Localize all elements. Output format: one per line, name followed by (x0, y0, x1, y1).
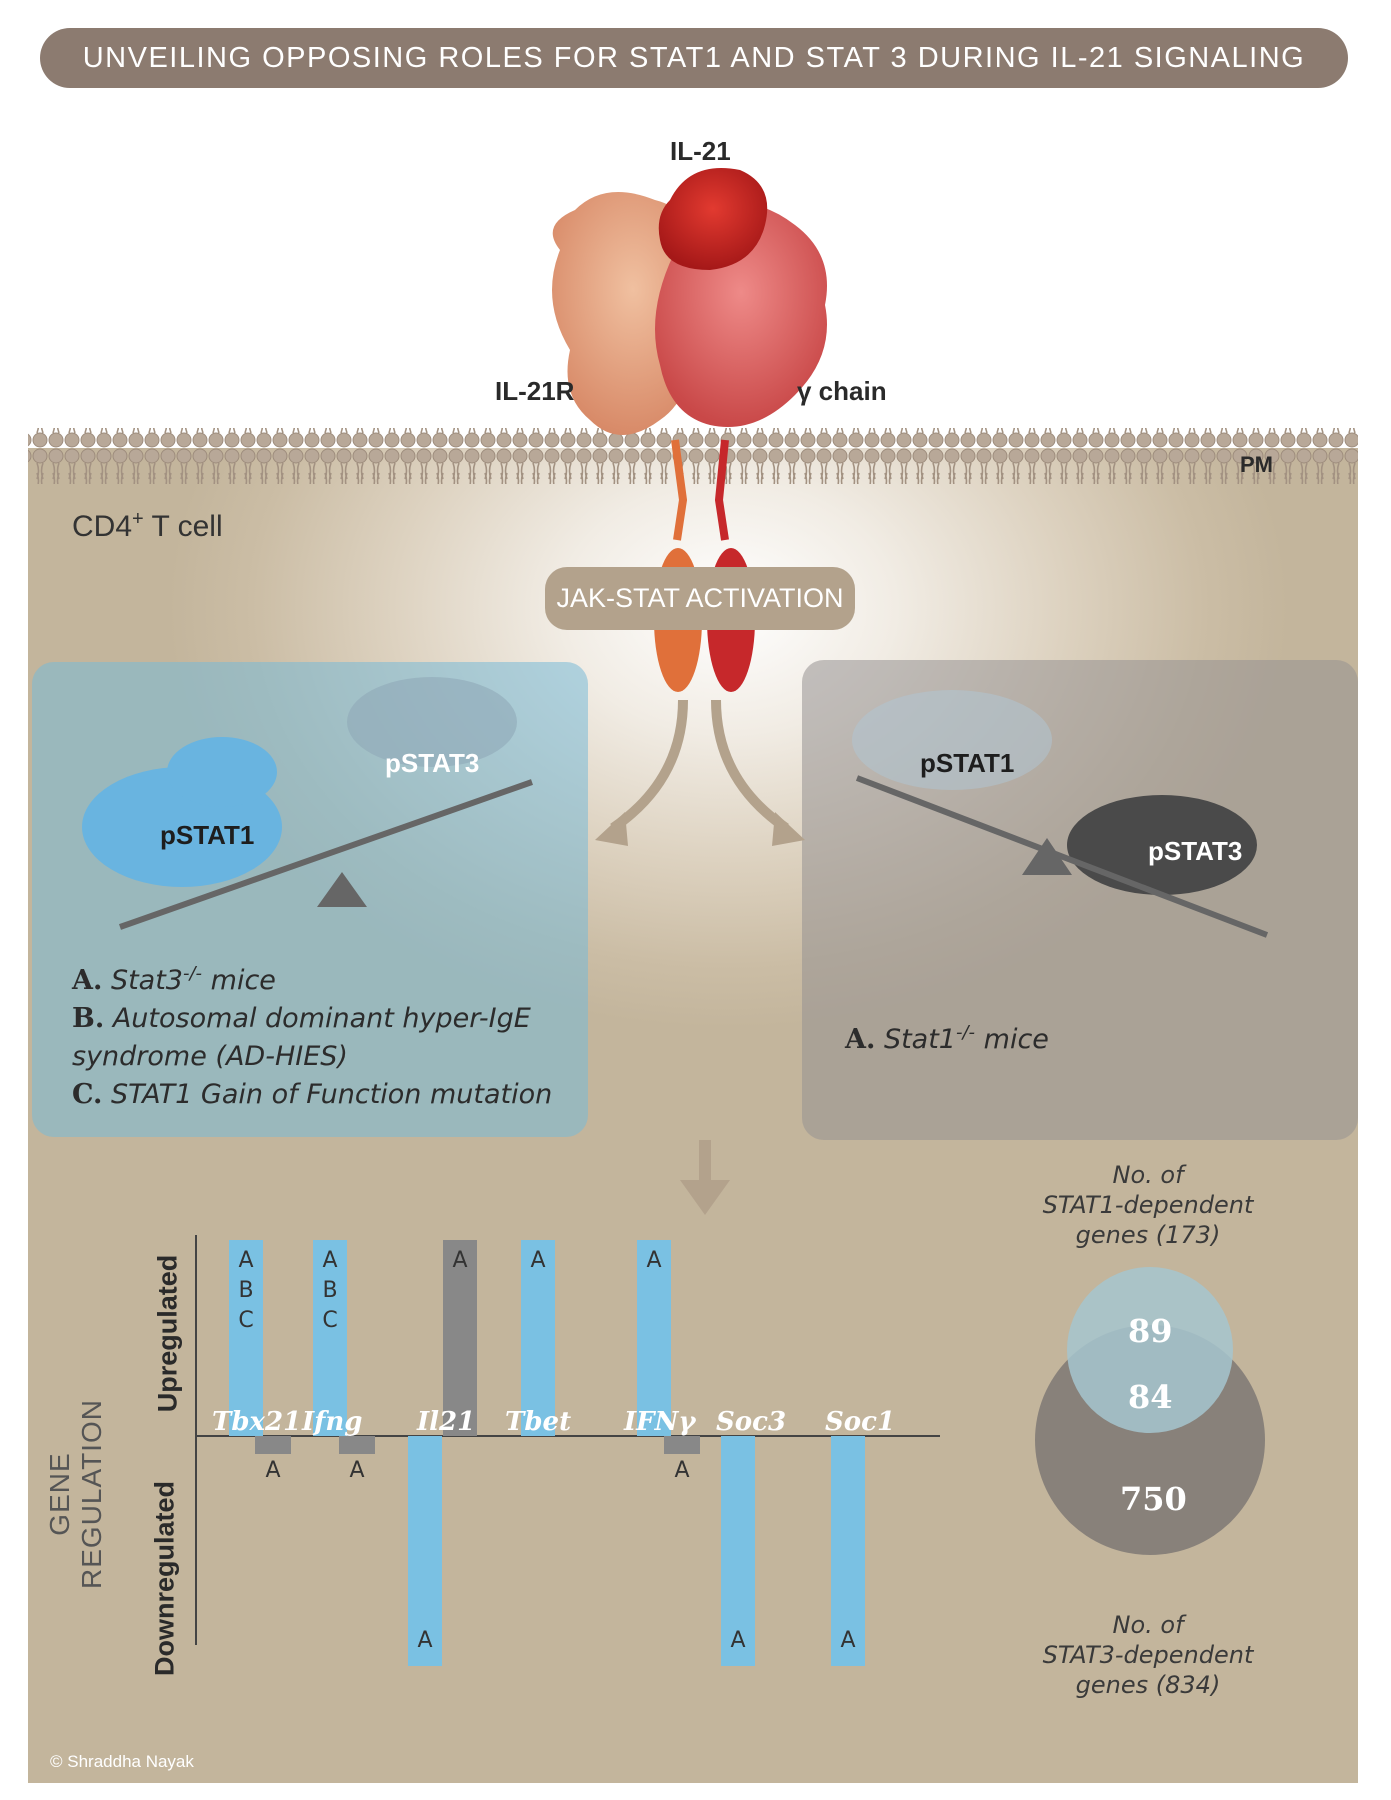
gene-label-ifng-protein: IFNγ (624, 1407, 696, 1437)
il21-label: IL-21 (670, 136, 731, 166)
right-seesaw (852, 690, 1269, 938)
list-item: B. Autosomal dominant hyper-IgE (72, 1003, 531, 1034)
il21r-label: IL-21R (495, 376, 575, 406)
pm-label: PM (1240, 452, 1273, 477)
figure-title: UNVEILING OPPOSING ROLES FOR STAT1 AND S… (40, 28, 1348, 88)
plasma-membrane (28, 428, 1358, 484)
right-pstat1-label: pSTAT1 (920, 748, 1015, 778)
gene-label-soc1: Soc1 (825, 1407, 896, 1437)
credit-text: © Shraddha Nayak (50, 1752, 194, 1771)
il21-receptor-complex-structure (552, 168, 827, 435)
list-item: syndrome (AD-HIES) (72, 1041, 348, 1072)
gene-label-tbx21: Tbx21 (212, 1407, 302, 1437)
jak-stat-activation-label: JAK-STAT ACTIVATION (545, 567, 855, 630)
arrow-down-head (680, 1180, 730, 1215)
venn-stat3-only-count: 750 (1120, 1480, 1187, 1518)
pstat1-protein-faded (852, 690, 1052, 790)
pstat3-protein-faded (347, 677, 517, 767)
fulcrum (317, 872, 367, 907)
left-pstat3-label: pSTAT3 (385, 748, 480, 778)
venn-diagram (1035, 1267, 1265, 1555)
gene-label-il21: Il21 (417, 1407, 476, 1437)
gene-label-soc3: Soc3 (716, 1407, 787, 1437)
list-item: C. STAT1 Gain of Function mutation (72, 1079, 553, 1110)
arrow-left (610, 700, 688, 833)
gene-bar-chart (195, 1235, 940, 1645)
arrows (595, 700, 805, 1215)
receptor-membrane-diagram (28, 168, 1358, 692)
pstat3-protein (1067, 795, 1257, 895)
arrow-right (711, 700, 789, 833)
venn-overlap-count: 84 (1128, 1378, 1173, 1416)
gamma-chain-transmembrane (714, 439, 729, 541)
gene-label-ifng: Ifng (302, 1407, 363, 1437)
right-pstat3-label: pSTAT3 (1148, 836, 1243, 866)
venn-stat1-only-count: 89 (1128, 1312, 1173, 1350)
fulcrum (1022, 838, 1072, 875)
list-item: A. Stat1-/- mice (845, 1022, 1049, 1055)
il21r-transmembrane (671, 439, 688, 541)
stat1-dependent-circle (1067, 1267, 1233, 1433)
gamma-chain-label: γ chain (797, 376, 887, 406)
left-seesaw (82, 677, 533, 930)
left-pstat1-label: pSTAT1 (160, 820, 255, 850)
list-item: A. Stat3-/- mice (72, 963, 276, 996)
cell-type-label: CD4+ T cell (72, 508, 223, 543)
right-panel-list: A. Stat1-/- mice (845, 1014, 1325, 1059)
left-panel-list: A. Stat3-/- mice B. Autosomal dominant h… (72, 955, 582, 1114)
gene-label-tbet: Tbet (505, 1407, 572, 1437)
